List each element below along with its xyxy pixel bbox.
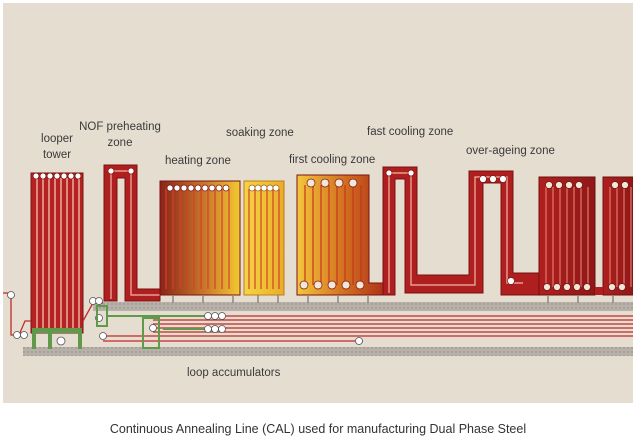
soaking-zone-label: soaking zone (226, 127, 294, 139)
annealing-line-figure: looper tower NOF preheating zone heating… (3, 3, 633, 403)
heating-zone-label: heating zone (165, 155, 231, 167)
first-cooling-zone-label: first cooling zone (289, 154, 375, 166)
nof-preheating-label-line2: zone (108, 137, 133, 149)
upper-floor (93, 302, 633, 311)
lower-floor (23, 347, 633, 356)
fast-cooling-zone-label: fast cooling zone (367, 126, 453, 138)
looper-tower-label-line2: tower (43, 149, 71, 161)
first-cooling-zone (296, 174, 392, 296)
soaking-zone (243, 180, 285, 296)
entry-strip (3, 291, 103, 339)
over-ageing-zone-label: over-ageing zone (466, 145, 555, 157)
nof-preheating-zone (103, 164, 161, 302)
heating-zone (159, 180, 241, 296)
looper-tower-label-line1: looper (41, 133, 73, 145)
nof-preheating-label-line1: NOF preheating (79, 121, 161, 133)
loop-accumulators (96, 305, 633, 349)
figure-caption: Continuous Annealing Line (CAL) used for… (109, 422, 527, 436)
loop-accumulators-label: loop accumulators (187, 367, 281, 379)
annealing-line-diagram: looper tower NOF preheating zone heating… (3, 3, 633, 403)
support-posts (172, 295, 614, 303)
looper-tower (30, 172, 84, 349)
over-ageing-zone (538, 176, 633, 296)
fast-cooling-zone (382, 166, 540, 296)
